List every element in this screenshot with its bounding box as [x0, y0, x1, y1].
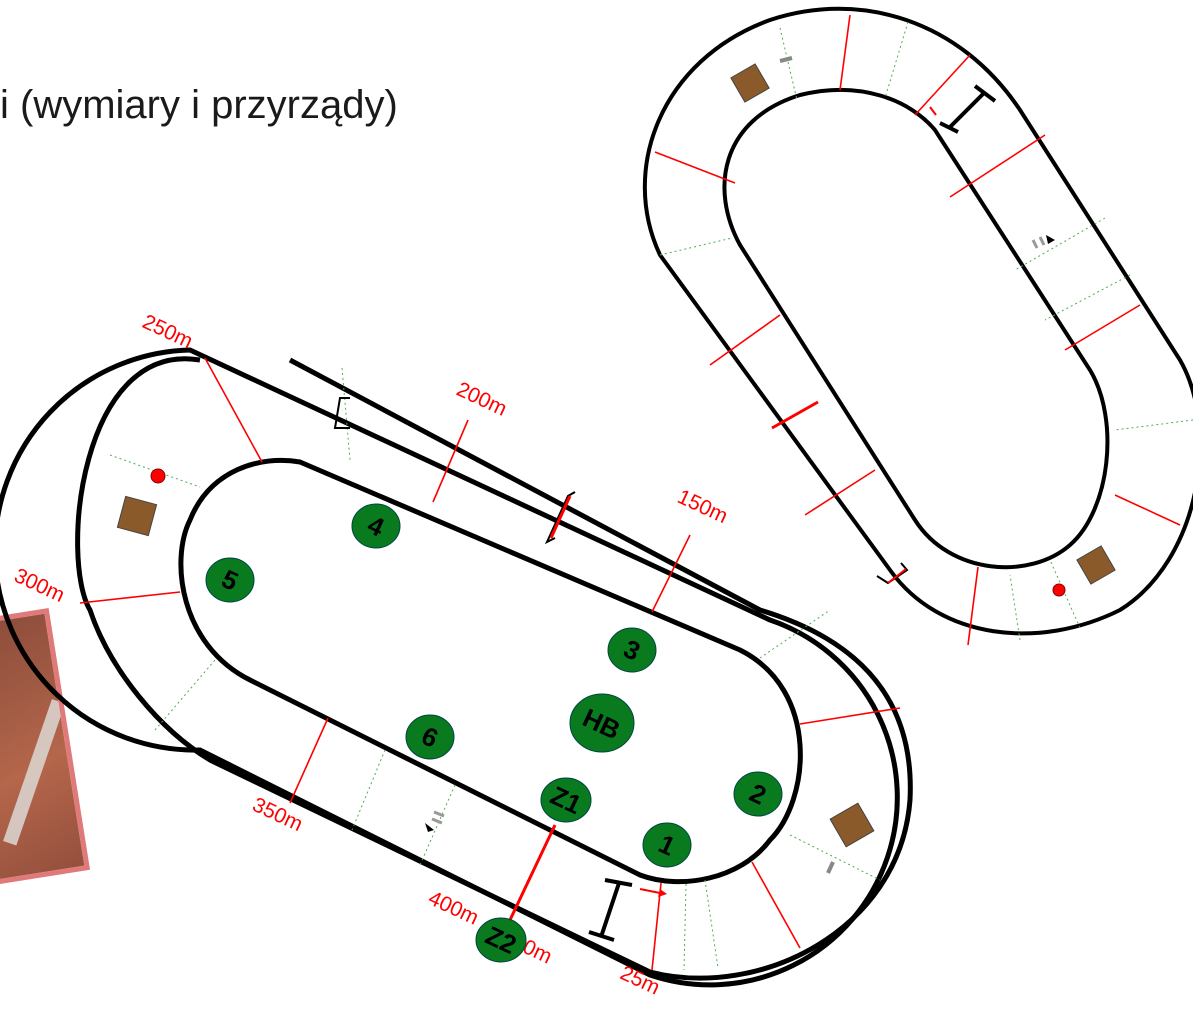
label-400m: 400m	[425, 887, 482, 930]
small-start-dot-icon	[1052, 583, 1066, 597]
station-z1: Z1	[540, 777, 592, 823]
guide-g6	[759, 609, 831, 659]
big-track-green-guides	[109, 367, 881, 971]
label-25m: 25m	[617, 961, 664, 999]
equipment-box-icon-south	[829, 802, 875, 848]
small-guide-5	[1044, 274, 1131, 321]
small-track-red-dividers	[654, 14, 1181, 646]
station-6: 6	[405, 714, 455, 760]
station-z2: Z2	[475, 917, 527, 963]
small-equipment-box-icon-south	[1076, 545, 1116, 585]
small-divider-9	[967, 566, 979, 646]
label-250m: 250m	[139, 310, 196, 353]
big-track-inner-line	[178, 457, 803, 885]
small-guide-2	[884, 21, 909, 99]
small-divider-2	[914, 54, 971, 116]
hurdle-bracket-icon-north	[333, 397, 350, 429]
station-5: 5	[205, 557, 255, 603]
divider-200m	[432, 419, 469, 503]
small-divider-8	[1114, 494, 1181, 526]
hurdle-red-bar-mid	[549, 495, 572, 539]
big-track-outer-line-round	[75, 356, 913, 981]
small-track-inner-line	[722, 87, 1110, 570]
station-hb: HB	[569, 693, 635, 753]
small-start-arrow-icon	[929, 106, 937, 116]
small-guide-7	[1009, 574, 1021, 641]
start-arrow-icon	[639, 888, 661, 894]
guide-g1	[341, 367, 351, 461]
start-dot-icon	[150, 468, 166, 484]
lane-mark-grey-icon	[826, 861, 835, 874]
page-title: i (wymiary i przyrządy)	[0, 83, 398, 127]
small-start-block-icon	[939, 84, 997, 134]
small-guide-4	[1014, 217, 1106, 271]
small-hurdle-red-bar	[887, 568, 907, 584]
equipment-box-icon	[116, 495, 158, 537]
small-divider-7	[804, 469, 876, 516]
small-lane-mark-grey-icon	[779, 56, 793, 63]
station-1: 1	[642, 822, 692, 868]
small-guide-6	[1114, 419, 1193, 431]
divider-150m	[651, 534, 691, 613]
small-track-green-guides	[659, 21, 1193, 641]
guide-g5	[419, 784, 456, 866]
small-divider-4	[654, 151, 736, 184]
small-divider-bar	[771, 400, 819, 430]
small-guide-3	[659, 237, 733, 256]
small-track-outer-line	[642, 6, 1193, 636]
guide-g2	[109, 454, 201, 488]
small-divider-3	[949, 134, 1046, 198]
label-300m: 300m	[11, 564, 68, 607]
divider-250m	[204, 357, 263, 463]
divider-z-line	[508, 824, 557, 921]
divider-start	[651, 882, 662, 971]
stations: 4 5 3 HB 6 2 Z	[205, 503, 783, 963]
station-3: 3	[607, 627, 657, 673]
hurdle-bracket-icon-mid	[544, 491, 576, 545]
station-2: 2	[733, 771, 783, 817]
guide-g4	[351, 749, 386, 831]
small-equipment-box-icon-north	[730, 63, 770, 103]
start-arrow-head-icon	[658, 889, 667, 897]
relay-mark-icon	[425, 810, 445, 832]
small-divider-1	[839, 14, 851, 91]
guide-g9	[683, 883, 687, 971]
small-guide-8	[1049, 559, 1081, 629]
big-track-outer-line	[0, 347, 900, 988]
divider-300m	[79, 591, 181, 604]
divider-south-a	[751, 861, 801, 949]
station-4: 4	[351, 503, 401, 549]
start-block-icon	[588, 878, 633, 942]
divider-350m	[289, 717, 329, 804]
guide-g7	[789, 834, 881, 881]
divider-east	[799, 707, 901, 725]
guide-g3	[154, 659, 216, 731]
label-200m: 200m	[453, 378, 510, 421]
small-track	[642, 6, 1193, 646]
big-track-red-dividers	[79, 357, 901, 971]
small-divider-5	[1064, 304, 1141, 351]
label-150m: 150m	[674, 485, 731, 528]
small-divider-6	[709, 314, 781, 366]
guide-g8	[704, 879, 719, 969]
small-relay-mark-icon	[1031, 235, 1055, 249]
small-guide-1	[779, 27, 798, 101]
